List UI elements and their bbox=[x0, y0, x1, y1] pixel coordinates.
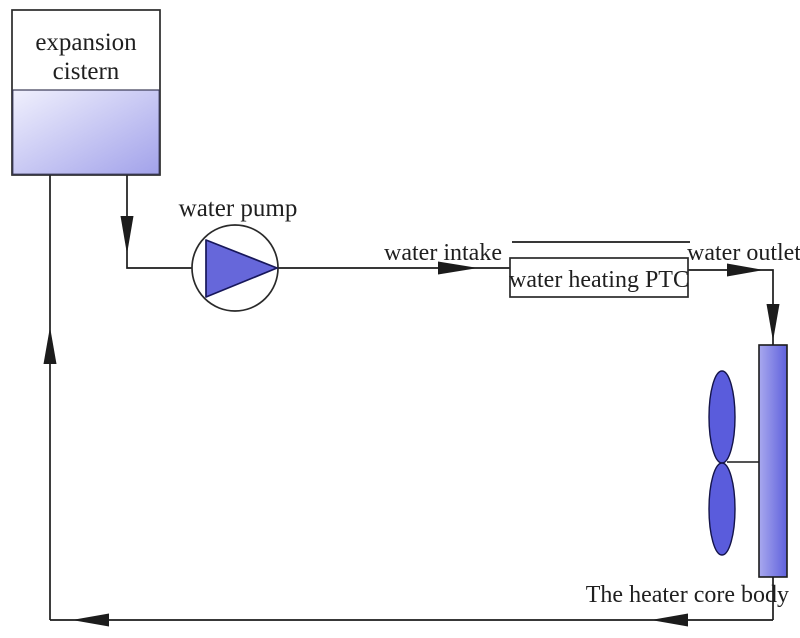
heater-core-body: The heater core body bbox=[586, 344, 789, 608]
arrow-left-return-right bbox=[651, 613, 688, 627]
ptc-box bbox=[509, 257, 689, 298]
expansion-cistern: expansion cistern bbox=[11, 9, 161, 176]
arrow-right-water-intake bbox=[438, 261, 478, 275]
arrow-up-return-riser bbox=[43, 327, 57, 364]
water-outlet-label: water outlet bbox=[687, 240, 800, 266]
arrow-right-water-outlet bbox=[727, 263, 764, 277]
heater-core-matrix bbox=[758, 344, 788, 578]
water-intake-label: water intake bbox=[384, 240, 502, 266]
fan-blade-lower-icon bbox=[708, 462, 736, 556]
ptc-label: water heating PTC bbox=[509, 267, 689, 293]
heater-core-body-label: The heater core body bbox=[586, 582, 789, 608]
fan-blade-upper-icon bbox=[708, 370, 736, 464]
expansion-cistern-liquid bbox=[12, 89, 160, 175]
arrow-down-into-core bbox=[766, 304, 780, 341]
expansion-cistern-label-line1: expansion bbox=[35, 29, 137, 56]
arrow-left-return-left bbox=[72, 613, 109, 627]
water-heating-ptc: water heating PTC bbox=[509, 241, 690, 298]
water-pump: water pump bbox=[179, 195, 298, 312]
pipe-cistern-to-pump bbox=[126, 175, 192, 269]
arrow-down-cistern-to-pump bbox=[120, 216, 134, 254]
expansion-cistern-label-line2: cistern bbox=[53, 58, 120, 85]
water-pump-impeller-icon bbox=[205, 239, 278, 298]
water-pump-label: water pump bbox=[179, 195, 298, 222]
flow-arrows bbox=[43, 216, 780, 627]
